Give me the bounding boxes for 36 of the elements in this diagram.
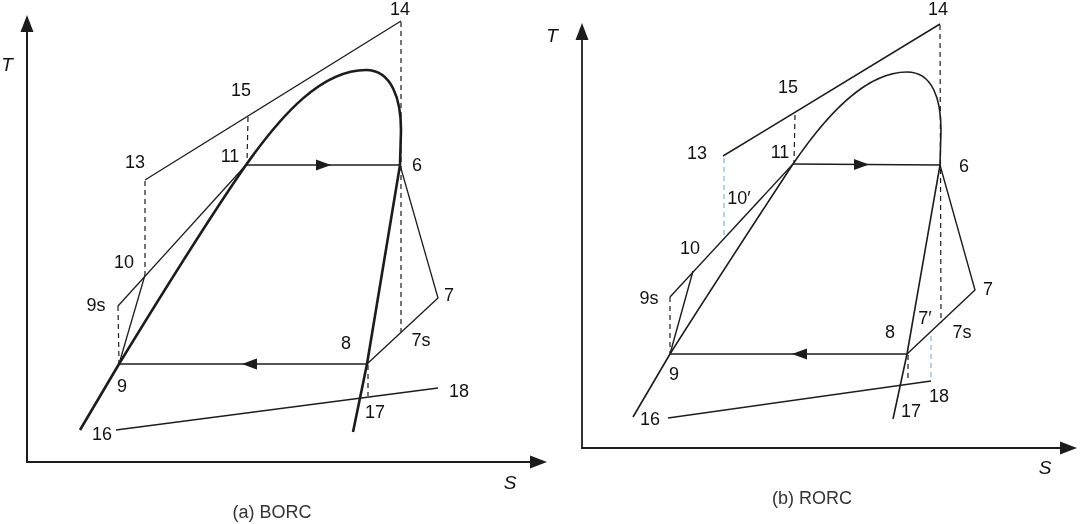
state-point-label: 18 [929,387,949,405]
state-point-label: 10 [680,239,700,257]
state-point-label: 15 [778,78,798,96]
state-point-label: 15 [231,81,251,99]
state-point-label: 9s [639,289,659,307]
axis-label: T [1,54,13,74]
state-point-label: 18 [449,382,469,400]
state-point-label: 7 [983,280,993,298]
state-point-label: 11 [770,143,790,161]
state-point-label: 10′ [727,189,751,207]
state-point-label: 10 [114,253,134,271]
state-point-label: 9s [86,296,106,314]
state-point-label: 16 [640,410,660,428]
state-point-label: 13 [125,153,145,171]
state-point-label: 6 [959,157,969,175]
state-point-label: 13 [687,144,707,162]
subfigure-caption: (a) BORC [232,503,312,521]
state-point-label: 16 [92,425,112,443]
subfigure-caption: (b) RORC [772,489,852,507]
state-point-label: 7′ [918,309,932,327]
state-point-label: 7s [411,331,431,349]
state-point-label: 8 [341,334,351,352]
axis-label: T [546,25,558,45]
state-point-label: 6 [412,156,422,174]
state-point-label: 9 [669,365,679,383]
state-point-label: 7s [952,323,972,341]
state-point-label: 17 [365,403,385,421]
state-point-label: 14 [928,0,948,18]
state-point-label: 8 [885,323,895,341]
state-point-label: 17 [901,402,921,420]
state-point-label: 14 [390,0,410,18]
state-point-label: 9 [117,377,127,395]
axis-label: S [503,472,517,492]
state-point-label: 7 [444,286,454,304]
state-point-label: 11 [220,147,240,165]
axis-label: S [1038,457,1052,477]
